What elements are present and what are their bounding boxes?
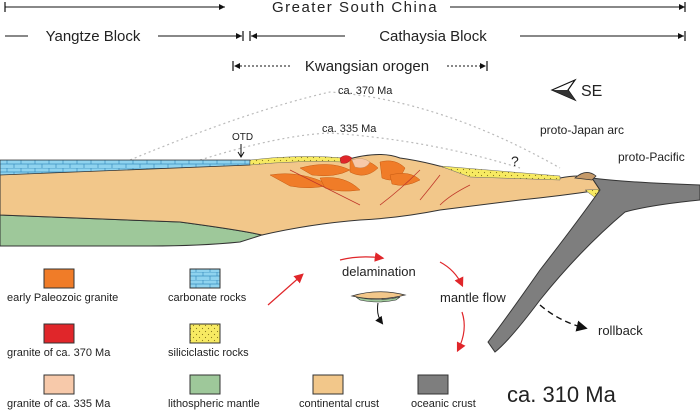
legend-swatch-siliciclastic-rocks [189, 323, 221, 344]
cathaysia-block-label: Cathaysia Block [379, 28, 487, 45]
age-label: ca. 310 Ma [507, 382, 617, 407]
proto-japan-arc-volcano [574, 172, 597, 181]
otd-pointer-icon [237, 144, 245, 158]
greater-south-china-label: Greater South China [272, 0, 438, 16]
legend-label-carbonate-rocks: carbonate rocks [168, 292, 247, 304]
legend-swatch-granite-of-ca-335-ma [43, 374, 75, 395]
yangtze-block-bar: Yangtze Block [5, 28, 244, 45]
mantle-flow-arrow-top [339, 252, 385, 262]
mantle-flow-arrow-down [456, 311, 466, 353]
legend-label-oceanic-crust: oceanic crust [411, 398, 476, 410]
otd-marker: OTD [232, 132, 253, 158]
kwangsian-orogen-label: Kwangsian orogen [305, 58, 429, 75]
fault-lines [289, 169, 471, 206]
legend-label-granite-of-ca-335-ma: granite of ca. 335 Ma [7, 398, 111, 410]
legend-label-lithospheric-mantle: lithospheric mantle [168, 398, 260, 410]
direction-indicator: SE [550, 78, 602, 102]
question-mark-label: ? [511, 153, 519, 169]
sinking-arrow-icon [375, 302, 384, 325]
mantle-flow-arrow-right [439, 261, 464, 288]
ca-370-ma-label: ca. 370 Ma [338, 85, 393, 97]
rollback-arrow [539, 304, 588, 332]
oceanic-crust-slab [487, 177, 700, 353]
legend-swatch-granite-of-ca-370-ma [43, 323, 75, 344]
legend: early Paleozoic granite carbonate rocks gr… [7, 268, 476, 410]
siliciclastic-rocks-east [439, 165, 561, 181]
legend-swatch-oceanic-crust [417, 374, 449, 395]
legend-swatch-lithospheric-mantle [189, 374, 221, 395]
yangtze-block-label: Yangtze Block [46, 28, 141, 45]
granite-335-ma-body [351, 158, 371, 169]
eroded-profile-lines: ca. 370 Ma ca. 335 Ma [129, 85, 561, 169]
kwangsian-orogen-bar: Kwangsian orogen [232, 58, 488, 75]
legend-swatch-continental-crust [312, 374, 344, 395]
proto-pacific-label: proto-Pacific [618, 150, 685, 164]
direction-label: SE [581, 83, 602, 100]
otd-label: OTD [232, 132, 253, 143]
proto-japan-arc-label: proto-Japan arc [540, 123, 624, 137]
legend-swatch-early-paleozoic-granite [43, 268, 75, 289]
legend-swatch-carbonate-rocks [189, 268, 221, 289]
greater-south-china-bar: Greater South China [4, 0, 686, 16]
cross-section [0, 154, 700, 353]
legend-label-siliciclastic-rocks: siliciclastic rocks [168, 347, 249, 359]
legend-label-granite-of-ca-370-ma: granite of ca. 370 Ma [7, 347, 111, 359]
legend-label-continental-crust: continental crust [299, 398, 379, 410]
legend-label-early-paleozoic-granite: early Paleozoic granite [7, 292, 118, 304]
dynamics-annotations: delamination mantle flow rollback [267, 252, 643, 353]
delamination-label: delamination [342, 264, 416, 279]
continental-crust-layer [0, 154, 601, 236]
cathaysia-block-bar: Cathaysia Block [249, 28, 686, 45]
mantle-flow-label: mantle flow [440, 290, 506, 305]
delaminated-block [350, 291, 407, 300]
ca-335-ma-label: ca. 335 Ma [322, 123, 377, 135]
granite-370-ma-body [339, 155, 353, 164]
rollback-label: rollback [598, 323, 643, 338]
mantle-flow-arrow-left [267, 273, 304, 306]
